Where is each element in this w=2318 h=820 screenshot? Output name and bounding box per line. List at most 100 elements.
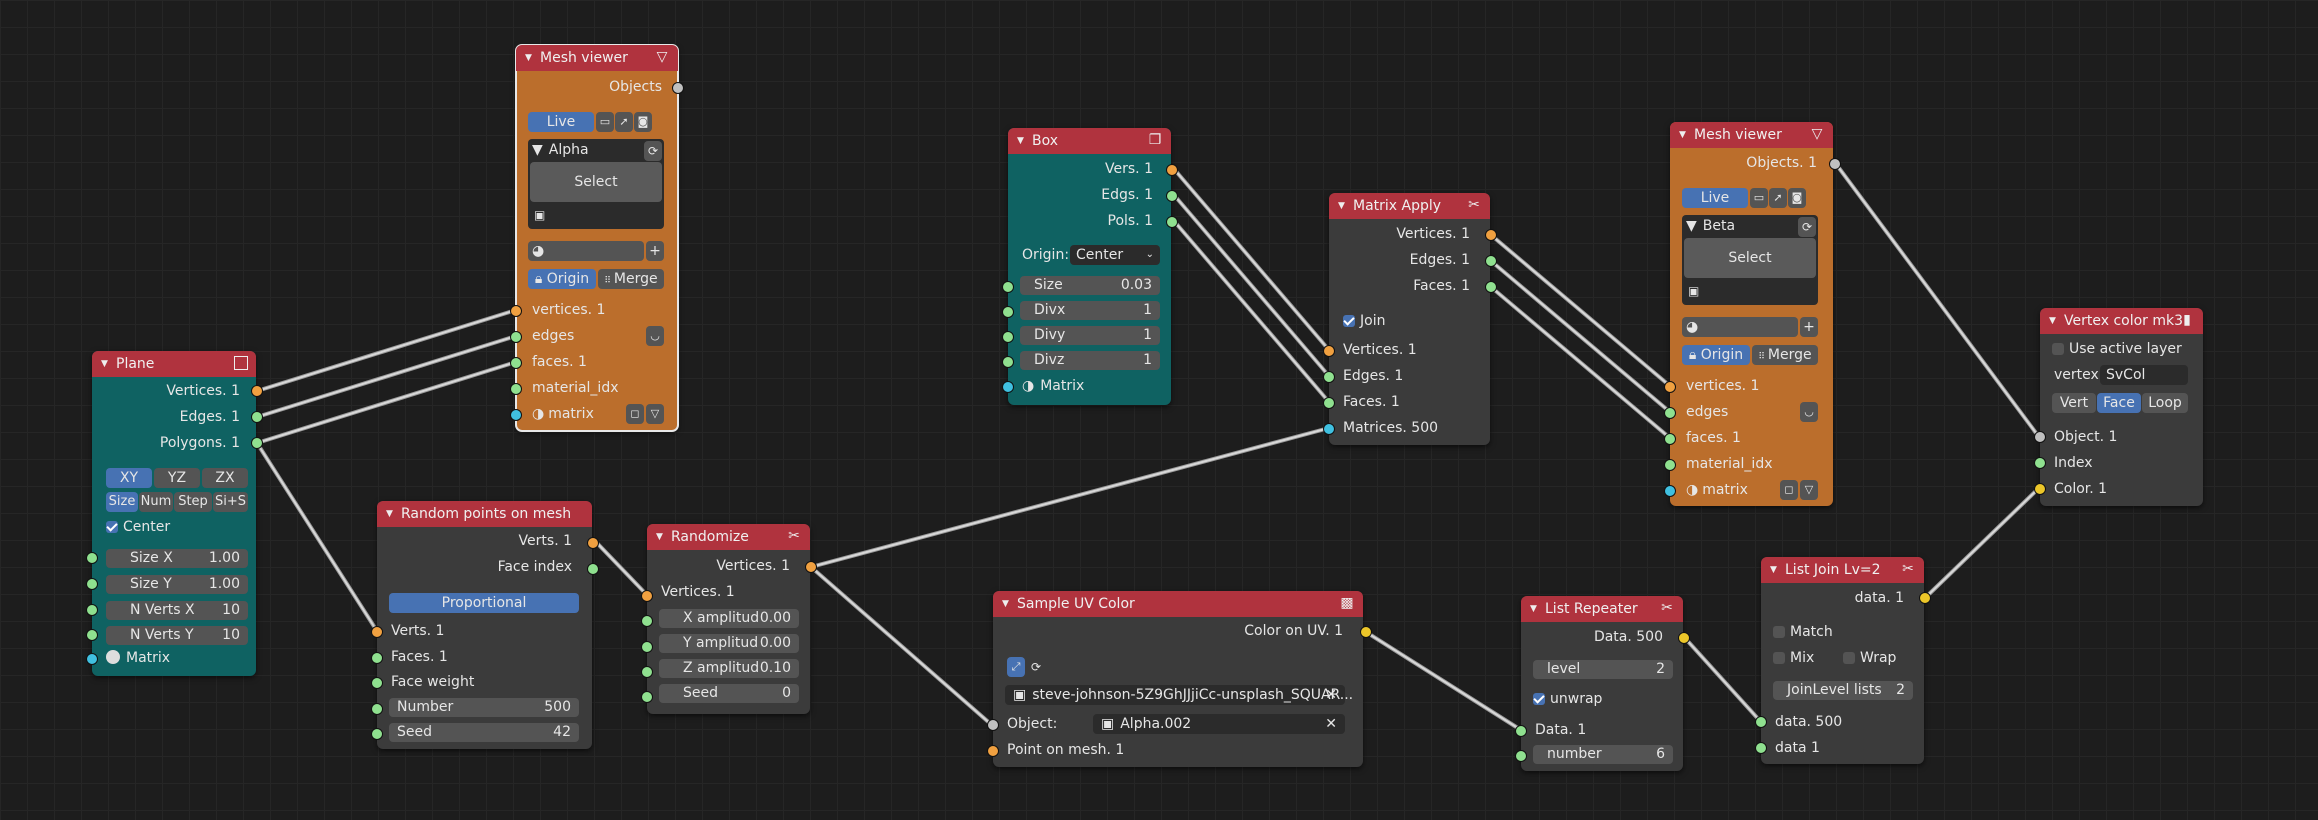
random-points-header[interactable]: ▼ Random points on mesh bbox=[377, 501, 592, 527]
list-join-data-1-socket[interactable] bbox=[1755, 742, 1767, 754]
mode-vert-button[interactable]: Vert bbox=[2052, 393, 2096, 413]
object-name-field[interactable]: ▼Beta bbox=[1686, 216, 1786, 236]
plane-size-x-socket[interactable] bbox=[86, 552, 98, 564]
mode-yz-button[interactable]: YZ bbox=[154, 468, 200, 488]
material-slot[interactable]: ◕ bbox=[528, 241, 644, 261]
add-material-button[interactable]: + bbox=[646, 241, 664, 261]
image-selector[interactable]: ▣steve-johnson-5Z9GhJJjiCc-unsplash_SQUA… bbox=[1005, 685, 1353, 705]
box-size-socket[interactable] bbox=[1002, 281, 1014, 293]
sample-uv-color-header[interactable]: ▼ Sample UV Color ▩ bbox=[993, 591, 1363, 617]
mesh-viewer-beta-node[interactable]: ▼ Mesh viewer ▽ Objects. 1 Live ▭ ➚ ◙ ▼B… bbox=[1670, 122, 1833, 506]
origin-toggle[interactable]: 🔒︎ Origin bbox=[1682, 345, 1750, 365]
select-button[interactable]: Select bbox=[1684, 238, 1816, 278]
collapse-triangle-icon[interactable]: ▼ bbox=[1679, 130, 1686, 140]
mode-xy-button[interactable]: XY bbox=[106, 468, 152, 488]
mesh-viewer-beta-material-socket[interactable] bbox=[1664, 459, 1676, 471]
object-selector[interactable]: ▣Alpha.002✕ bbox=[1093, 714, 1345, 734]
origin-dropdown[interactable]: Center⌄ bbox=[1070, 245, 1160, 265]
vertex-color-node[interactable]: ▼ Vertex color mk3 ▮ Use active layer ve… bbox=[2040, 308, 2203, 506]
list-repeater-data-in-socket[interactable] bbox=[1515, 725, 1527, 737]
wrap-checkbox[interactable]: Wrap bbox=[1843, 648, 1896, 668]
random-points-seed-socket[interactable] bbox=[371, 728, 383, 740]
box-divz-socket[interactable] bbox=[1002, 356, 1014, 368]
dim-num-button[interactable]: Num bbox=[139, 492, 173, 512]
box-node[interactable]: ▼ Box ❐ Vers. 1 Edgs. 1 Pols. 1 Origin: … bbox=[1008, 128, 1171, 405]
plane-size-y-socket[interactable] bbox=[86, 578, 98, 590]
collapse-triangle-icon[interactable]: ▼ bbox=[101, 359, 108, 369]
matrix-apply-edges-out-socket[interactable] bbox=[1485, 255, 1497, 267]
mesh-viewer-beta-faces-socket[interactable] bbox=[1664, 433, 1676, 445]
box-edgs-socket[interactable] bbox=[1166, 190, 1178, 202]
show-viewport-button[interactable]: ▭ bbox=[1750, 188, 1768, 208]
plane-n-verts-y-socket[interactable] bbox=[86, 629, 98, 641]
merge-toggle[interactable]: ⠿ Merge bbox=[1752, 345, 1818, 365]
mesh-viewer-alpha-material-socket[interactable] bbox=[510, 383, 522, 395]
proportional-mode-button[interactable]: Proportional bbox=[389, 593, 579, 613]
vertex-layer-input[interactable]: SvCol bbox=[2100, 365, 2188, 385]
mesh-viewer-alpha-node[interactable]: ▼ Mesh viewer ▽ Objects Live ▭ ➚ ◙ ▼Alph… bbox=[515, 44, 679, 432]
vertex-color-index-socket[interactable] bbox=[2034, 457, 2046, 469]
use-active-layer-checkbox[interactable]: Use active layer bbox=[2052, 339, 2182, 359]
box-divx-socket[interactable] bbox=[1002, 306, 1014, 318]
mesh-viewer-alpha-edges-socket[interactable] bbox=[510, 331, 522, 343]
vertex-color-header[interactable]: ▼ Vertex color mk3 ▮ bbox=[2040, 308, 2203, 334]
mesh-viewer-header[interactable]: ▼ Mesh viewer ▽ bbox=[516, 45, 678, 71]
list-join-header[interactable]: ▼ List Join Lv=2 ✂ bbox=[1761, 557, 1924, 583]
list-join-data-500-socket[interactable] bbox=[1755, 716, 1767, 728]
close-icon[interactable]: ✕ bbox=[1325, 687, 1337, 703]
randomize-header[interactable]: ▼ Randomize ✂ bbox=[647, 524, 810, 550]
plane-node-header[interactable]: ▼ Plane bbox=[92, 351, 256, 377]
vertex-color-color-socket[interactable] bbox=[2034, 483, 2046, 495]
matrix-apply-vertices-out-socket[interactable] bbox=[1485, 229, 1497, 241]
collapse-triangle-icon[interactable]: ▼ bbox=[1017, 136, 1024, 146]
mesh-viewer-alpha-matrix-socket[interactable] bbox=[510, 409, 522, 421]
box-vers-socket[interactable] bbox=[1166, 164, 1178, 176]
list-repeater-number-socket[interactable] bbox=[1515, 750, 1527, 762]
dim-size-button[interactable]: Size bbox=[106, 492, 138, 512]
randomize-seed-socket[interactable] bbox=[641, 691, 653, 703]
matrix-apply-faces-out-socket[interactable] bbox=[1485, 281, 1497, 293]
mesh-viewer-beta-vertices-socket[interactable] bbox=[1664, 381, 1676, 393]
plane-edges-socket[interactable] bbox=[251, 411, 263, 423]
sample-uv-object-socket[interactable] bbox=[987, 719, 999, 731]
mesh-viewer-beta-matrix-socket[interactable] bbox=[1664, 485, 1676, 497]
mesh-viewer-alpha-faces-socket[interactable] bbox=[510, 357, 522, 369]
mix-checkbox[interactable]: Mix bbox=[1773, 648, 1814, 668]
collapse-triangle-icon[interactable]: ▼ bbox=[656, 532, 663, 542]
mode-face-button[interactable]: Face bbox=[2097, 393, 2141, 413]
merge-toggle[interactable]: ⠿ Merge bbox=[598, 269, 664, 289]
archive-icon[interactable]: ▣ bbox=[534, 208, 546, 222]
plane-n-verts-x-socket[interactable] bbox=[86, 604, 98, 616]
sample-uv-point-socket[interactable] bbox=[987, 745, 999, 757]
filter-icon[interactable]: ▽ bbox=[1800, 480, 1818, 500]
plane-polygons-socket[interactable] bbox=[251, 437, 263, 449]
box-header[interactable]: ▼ Box ❐ bbox=[1008, 128, 1171, 154]
randomize-x-amp-socket[interactable] bbox=[641, 615, 653, 627]
sample-uv-color-out-socket[interactable] bbox=[1360, 626, 1372, 638]
unwrap-checkbox[interactable]: unwrap bbox=[1533, 689, 1602, 709]
mesh-viewer-beta-objects-socket[interactable] bbox=[1829, 158, 1841, 170]
mode-loop-button[interactable]: Loop bbox=[2142, 393, 2188, 413]
dim-step-button[interactable]: Step bbox=[174, 492, 212, 512]
box-matrix-socket[interactable] bbox=[1002, 381, 1014, 393]
list-repeater-data-out-socket[interactable] bbox=[1678, 632, 1690, 644]
origin-toggle[interactable]: 🔒︎ Origin bbox=[528, 269, 596, 289]
random-points-verts-out-socket[interactable] bbox=[587, 537, 599, 549]
randomize-vertices-in-socket[interactable] bbox=[641, 590, 653, 602]
reload-icon[interactable]: ⟳ bbox=[1030, 660, 1042, 674]
show-viewport-button[interactable]: ▭ bbox=[596, 112, 614, 132]
randomize-y-amp-socket[interactable] bbox=[641, 641, 653, 653]
image-mode-button[interactable]: ⤢ bbox=[1007, 657, 1025, 677]
